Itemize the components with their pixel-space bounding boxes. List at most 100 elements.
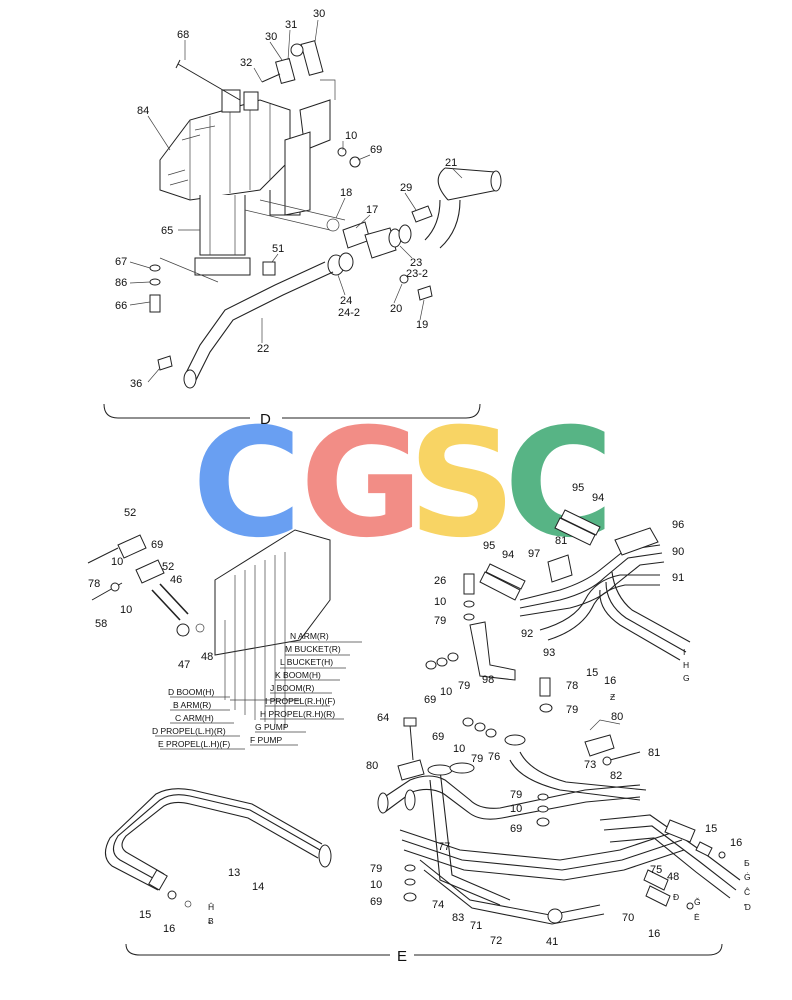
section-d-label: D [260,411,271,428]
part-number: 52 [162,561,174,573]
part-number: 81 [648,747,660,759]
part-number: 52 [124,507,136,519]
part-number: 65 [161,225,173,237]
part-number: 79 [370,863,382,875]
part-number: 13 [228,867,240,879]
connector-letter: Ƀ [208,916,214,926]
part-number: 76 [488,751,500,763]
part-numbers-d: 68 30 31 30 32 84 10 69 21 18 17 29 65 5… [115,8,457,390]
section-e-label: E [397,948,407,965]
port-label: N ARM(R) [290,631,329,641]
port-label: C ARM(H) [175,713,214,723]
part-number: 26 [434,575,446,587]
part-number: 98 [482,674,494,686]
connector-letter: Ė [694,912,700,922]
part-number: 71 [470,920,482,932]
part-numbers-e: 52 69 10 78 10 58 52 46 47 48 95 94 96 9… [88,482,742,948]
part-number: 58 [95,618,107,630]
part-number: 17 [366,204,378,216]
part-number: 72 [490,935,502,947]
part-number: 78 [566,680,578,692]
port-label: B ARM(R) [173,700,211,710]
part-number: 79 [458,680,470,692]
connector-letter: I [683,647,685,657]
part-number: 79 [471,753,483,765]
part-number: 47 [178,659,190,671]
part-number: 10 [453,743,465,755]
part-number: 20 [390,303,402,315]
part-number: 46 [170,574,182,586]
part-number: 41 [546,936,558,948]
part-number: 80 [611,711,623,723]
part-number: 16 [730,837,742,849]
port-label: J BOOM(R) [270,683,315,693]
part-number: 15 [705,823,717,835]
port-label: D BOOM(H) [168,687,214,697]
part-number: 22 [257,343,269,355]
part-number: 10 [440,686,452,698]
port-label: I PROPEL(R.H)(F) [265,696,336,706]
part-number: 78 [88,578,100,590]
port-label: H PROPEL(R.H)(R) [260,709,335,719]
connector-letter: Ɗ [744,902,751,912]
part-number: 14 [252,881,264,893]
connector-letter: Đ [673,892,679,902]
port-labels: N ARM(R) M BUCKET(R) L BUCKET(H) K BOOM(… [152,631,341,749]
port-label: F PUMP [250,735,282,745]
part-number: 95 [483,540,495,552]
part-number: 84 [137,105,149,117]
watermark-letter-c2: C [504,397,614,571]
part-number: 69 [370,144,382,156]
part-number: 96 [672,519,684,531]
part-number: 93 [543,647,555,659]
port-label: G PUMP [255,722,289,732]
connector-letter: Ĉ [744,887,750,897]
part-number: 18 [340,187,352,199]
part-number: 81 [555,535,567,547]
part-number: 16 [604,675,616,687]
part-number: 80 [366,760,378,772]
part-number: 24-2 [338,307,360,319]
part-number: 30 [313,8,325,20]
part-number: 64 [377,712,389,724]
port-label: K BOOM(H) [275,670,321,680]
part-number: 97 [528,548,540,560]
part-number: 66 [115,300,127,312]
section-d-drawing [149,40,502,389]
part-number: 51 [272,243,284,255]
section-e-right-drawing [377,509,741,925]
section-d-bracket [103,403,481,419]
watermark: C G S C [192,397,614,571]
part-number: 86 [115,277,127,289]
section-e-left-drawing [87,529,331,728]
part-number: 79 [510,789,522,801]
port-label: L BUCKET(H) [280,657,333,667]
part-number: 16 [163,923,175,935]
section-e-pipes-13-14 [104,788,332,908]
part-number: 16 [648,928,660,940]
part-number: 95 [572,482,584,494]
connector-letter: Ƃ [744,858,750,868]
part-number: 10 [111,556,123,568]
part-number: 10 [345,130,357,142]
part-number: 83 [452,912,464,924]
port-label: E PROPEL(L.H)(F) [158,739,230,749]
part-number: 10 [434,596,446,608]
part-number: 30 [265,31,277,43]
part-number: 91 [672,572,684,584]
section-e-bracket [125,943,723,956]
part-number: 70 [622,912,634,924]
leader-lines-d [129,19,463,383]
part-number: 94 [592,492,604,504]
part-number: 32 [240,57,252,69]
port-label: D PROPEL(L.H)(R) [152,726,226,736]
part-number: 23-2 [406,268,428,280]
part-number: 48 [201,651,213,663]
part-number: 79 [434,615,446,627]
connector-letter: Ƶ [610,692,615,702]
part-number: 90 [672,546,684,558]
part-number: 69 [432,731,444,743]
part-number: 36 [130,378,142,390]
part-number: 31 [285,19,297,31]
